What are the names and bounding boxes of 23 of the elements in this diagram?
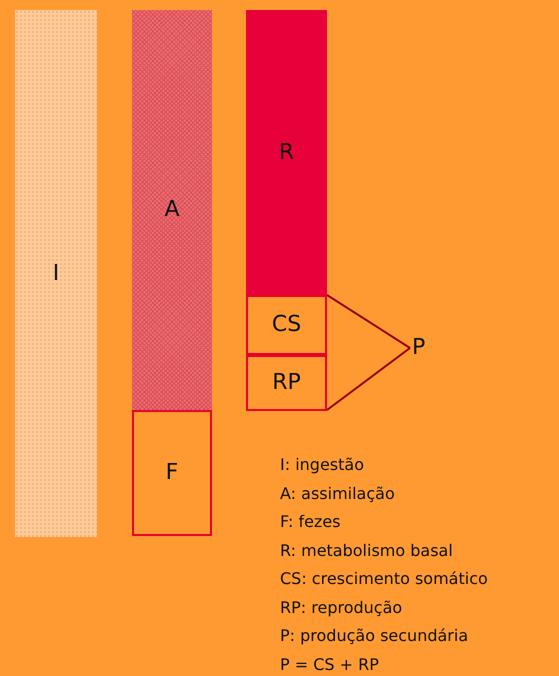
bar-label: R — [278, 142, 294, 164]
term-label: P — [412, 337, 426, 359]
legend-text: F: fezes — [280, 512, 340, 532]
legend-text: R: metabolismo basal — [280, 540, 453, 560]
bar-label: I — [52, 262, 60, 284]
legend-text: CS: crescimento somático — [280, 569, 488, 588]
legend-text: RP: reprodução — [280, 598, 402, 617]
bar-segment — [132, 10, 212, 410]
bar-segment — [15, 10, 97, 537]
bar-label: RP — [272, 372, 301, 394]
bar-label: CS — [272, 314, 302, 336]
bracket-line — [326, 347, 411, 411]
bar-label: A — [164, 199, 180, 221]
bar-segment — [246, 10, 327, 295]
legend-text: A: assimilação — [280, 484, 395, 503]
legend-text: P: produção secundária — [280, 626, 468, 646]
bar-label: F — [166, 462, 178, 484]
legend-text: I: ingestão — [280, 455, 364, 474]
legend-text: P = CS + RP — [280, 654, 379, 674]
bar-segment — [246, 355, 327, 411]
bar-segment — [132, 410, 212, 536]
bar-segment — [246, 295, 327, 355]
bracket-line — [326, 294, 411, 349]
